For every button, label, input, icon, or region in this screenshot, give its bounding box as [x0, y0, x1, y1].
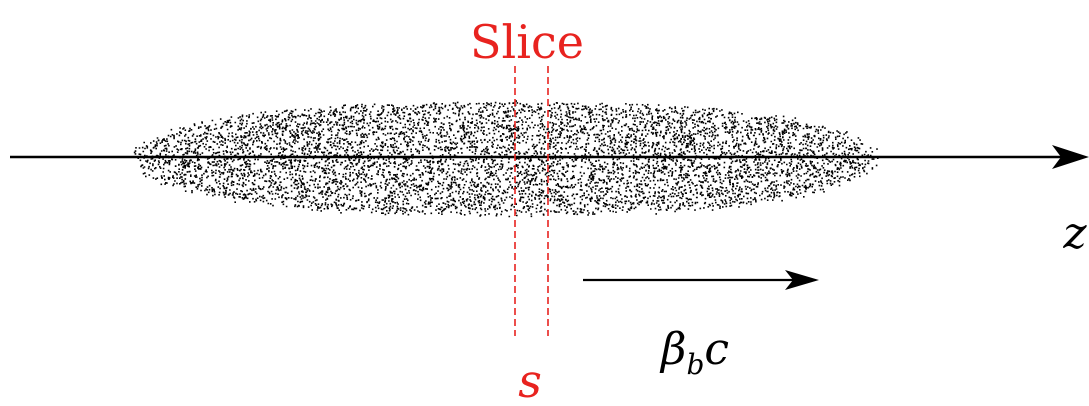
- velocity-arrowhead: [785, 270, 819, 290]
- slice-label: Slice: [470, 15, 584, 69]
- velocity-label-beta: β: [659, 324, 686, 375]
- velocity-label-c: c: [704, 324, 729, 375]
- particle-bunch: [133, 100, 879, 218]
- particle-dots: [133, 100, 879, 218]
- velocity-label-subscript: b: [686, 348, 704, 381]
- velocity-label: βbc: [659, 324, 729, 381]
- z-axis-arrowhead: [1052, 145, 1089, 169]
- axis-label: z: [1062, 208, 1087, 259]
- slice-position-label: s: [518, 354, 542, 406]
